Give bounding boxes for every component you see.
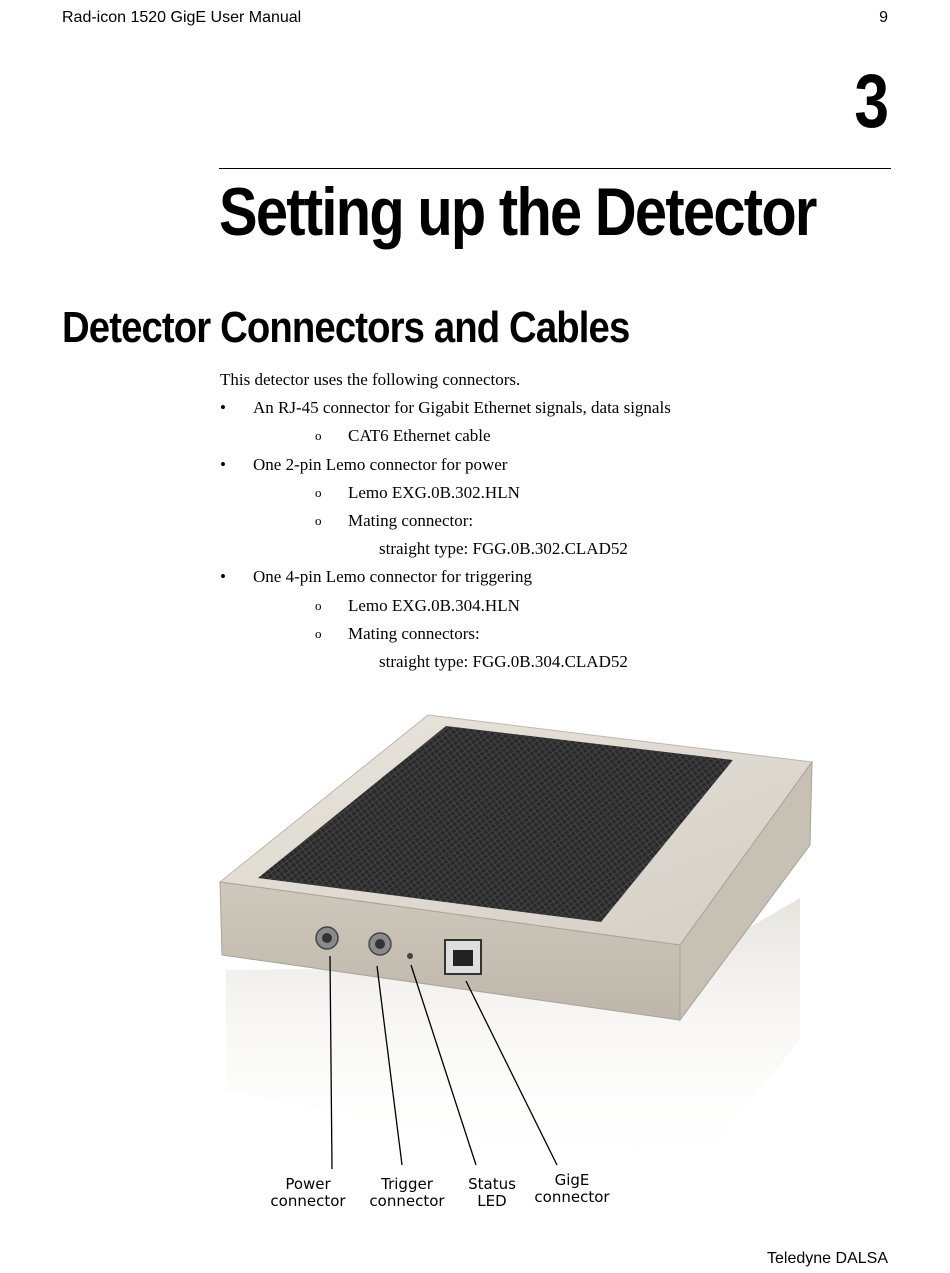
trigger-connector-caption: Trigger connector — [367, 1176, 447, 1210]
detector-figure: Power connector Trigger connector Status… — [200, 700, 840, 1220]
caption-line: connector — [270, 1192, 346, 1210]
intro-line: This detector uses the following connect… — [220, 366, 900, 394]
status-leader-line — [410, 964, 477, 1166]
detail-line: straight type: FGG.0B.302.CLAD52 — [220, 535, 900, 563]
gige-leader-line — [465, 980, 558, 1166]
sub-list-item: o Lemo EXG.0B.302.HLN — [220, 479, 900, 507]
gige-connector — [444, 939, 482, 975]
power-connector-pin — [322, 933, 332, 943]
caption-line: Status — [468, 1175, 516, 1193]
sub-bullet-text: Mating connectors: — [348, 623, 480, 643]
detail-text: straight type: FGG.0B.304.CLAD52 — [379, 651, 628, 671]
detail-line: straight type: FGG.0B.304.CLAD52 — [220, 648, 900, 676]
list-item: • One 2-pin Lemo connector for power — [220, 451, 900, 479]
detector-illustration — [218, 714, 813, 1180]
detector-mesh-window — [258, 726, 733, 922]
footer-company: Teledyne DALSA — [767, 1250, 888, 1267]
chapter-number: 3 — [854, 59, 889, 144]
bullet-glyph: • — [220, 398, 226, 418]
status-led-caption: Status LED — [460, 1176, 524, 1210]
gige-connector-port — [453, 950, 473, 966]
power-connector-caption: Power connector — [268, 1176, 348, 1210]
page-number: 9 — [879, 9, 888, 26]
intro-text: This detector uses the following connect… — [220, 370, 521, 389]
sub-bullet-text: Lemo EXG.0B.304.HLN — [348, 595, 520, 615]
bullet-text: One 4-pin Lemo connector for triggering — [253, 567, 532, 587]
detector-side — [679, 760, 813, 1022]
caption-line: GigE — [554, 1171, 590, 1189]
list-item: • An RJ-45 connector for Gigabit Etherne… — [220, 394, 900, 422]
connector-list: This detector uses the following connect… — [220, 366, 900, 676]
sub-list-item: o Lemo EXG.0B.304.HLN — [220, 592, 900, 620]
caption-line: Trigger — [381, 1175, 433, 1193]
sub-bullet-text: Lemo EXG.0B.302.HLN — [348, 482, 520, 502]
caption-line: Power — [285, 1175, 331, 1193]
sub-list-item: o Mating connectors: — [220, 620, 900, 648]
bullet-glyph: • — [220, 454, 226, 474]
bullet-text: An RJ-45 connector for Gigabit Ethernet … — [253, 398, 671, 418]
sub-bullet-text: CAT6 Ethernet cable — [348, 426, 491, 446]
status-led — [407, 953, 413, 959]
section-title: Detector Connectors and Cables — [62, 303, 630, 352]
sub-bullet-glyph: o — [315, 597, 322, 613]
trigger-leader-line — [376, 965, 403, 1166]
sub-list-item: o Mating connector: — [220, 507, 900, 535]
list-item: • One 4-pin Lemo connector for triggerin… — [220, 563, 900, 591]
chapter-rule — [219, 168, 891, 169]
sub-bullet-glyph: o — [315, 512, 322, 528]
gige-connector-caption: GigE connector — [532, 1172, 612, 1206]
running-header-title: Rad-icon 1520 GigE User Manual — [62, 9, 302, 26]
caption-line: connector — [534, 1188, 610, 1206]
power-leader-line — [329, 955, 333, 1170]
caption-line: LED — [477, 1192, 507, 1210]
trigger-connector-pin — [375, 939, 385, 949]
sub-bullet-glyph: o — [315, 484, 322, 500]
sub-bullet-text: Mating connector: — [348, 510, 474, 530]
detail-text: straight type: FGG.0B.302.CLAD52 — [379, 539, 628, 559]
sub-bullet-glyph: o — [315, 625, 322, 641]
bullet-glyph: • — [220, 567, 226, 587]
caption-line: connector — [369, 1192, 445, 1210]
sub-list-item: o CAT6 Ethernet cable — [220, 422, 900, 450]
chapter-title: Setting up the Detector — [219, 174, 817, 250]
bullet-text: One 2-pin Lemo connector for power — [253, 454, 508, 474]
sub-bullet-glyph: o — [315, 428, 322, 444]
